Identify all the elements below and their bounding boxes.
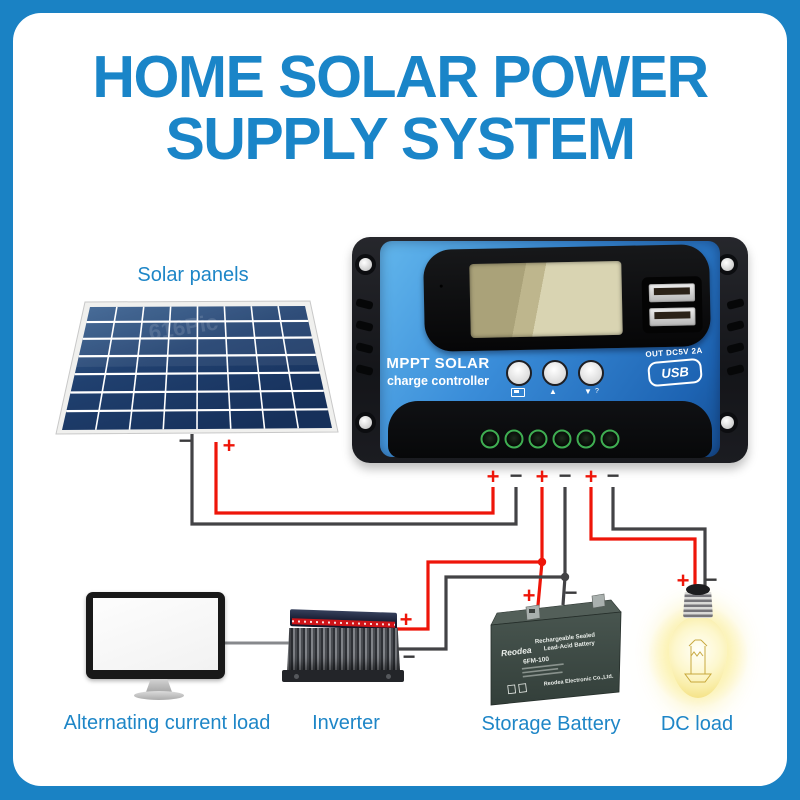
battery-plus-mark: + [522,583,536,608]
solar-minus-mark: − [178,428,192,453]
screw-hole-icon [359,258,372,271]
vent-slot [355,364,374,376]
monitor-stand-base [134,691,184,700]
vent-slot [355,342,374,354]
battery-minus-mark: − [564,580,578,605]
monitor-screen [93,598,218,670]
usb-tongue [654,311,691,320]
vent-slot [355,320,374,332]
up-arrow-icon: ▲ [549,387,557,396]
usb-tongue [653,287,690,296]
screw-hole-icon [721,258,734,271]
solar-panel-grid [66,305,328,430]
down-button[interactable] [578,360,604,386]
wiring [190,434,707,651]
help-icon: ? [595,388,599,395]
terminal-screw[interactable] [528,429,548,449]
battery-icon [511,388,525,397]
polarity-mark: − [606,463,620,488]
bulb-filament [684,639,712,683]
page-title-line1: HOME SOLAR POWER [92,44,709,110]
inverter-flange [282,670,404,682]
controller-brand-line1: MPPT SOLAR [386,355,490,372]
screw-icon [294,674,299,679]
solar-panels-label: Solar panels [137,264,249,286]
terminal-band [388,401,712,458]
battery-model: 6FM-100 [523,656,550,666]
dc-negative-wire [611,487,707,594]
inverter-body [287,628,400,672]
vent-slot [726,298,745,310]
lcd-bezel [422,244,712,352]
light-bulb [669,616,727,698]
controller-brand-line2: charge controller [386,374,490,388]
storage-battery: Reodea Rechargeable Sealed Lead-Acid Bat… [490,593,622,706]
terminal-screw[interactable] [504,429,524,449]
trash-icon [518,683,527,693]
negative-junction-dot [560,572,570,582]
inverter-red-stripe [292,618,395,628]
vent-slot [726,320,745,332]
screw-hole-icon [721,416,734,429]
battery-brand: Reodea [500,645,532,658]
battery-fineprint-line [522,671,563,678]
lcd-screen [469,260,623,339]
terminal-screw[interactable] [600,429,620,449]
dc-plus-mark: + [676,568,690,593]
solar-plus-mark: + [222,433,236,458]
positive-junction-dot [537,557,547,567]
dc-positive-wire [589,487,697,603]
page-title-line2: SUPPLY SYSTEM [165,106,636,172]
battery-line2: Lead-Acid Battery [544,641,596,653]
usb-port-icon [648,283,696,303]
polarity-mark: + [584,464,598,489]
inverter-positive-wire [394,560,542,631]
dc-minus-mark: − [704,567,718,592]
usb-port-icon [649,307,696,327]
terminal-screw[interactable] [480,429,500,449]
menu-button[interactable] [506,360,532,386]
battery-terminal-right [591,593,606,609]
polarity-mark: + [486,464,500,489]
vent-slot [726,342,745,354]
vent-slot [726,364,745,376]
up-button[interactable] [542,360,568,386]
screw-hole-icon [359,416,372,429]
polarity-mark: + [535,464,549,489]
inverter-label: Inverter [312,712,380,734]
terminal-screw[interactable] [576,429,596,449]
bulb-threads [683,592,713,618]
usb-recess [641,276,703,334]
inverter-minus-mark: − [402,644,416,669]
terminal-screw[interactable] [552,429,572,449]
monitor [86,592,225,679]
battery-front-face [490,611,622,706]
solar-panel-sheen [75,306,318,367]
battery-fineprint-line [521,663,564,670]
vent-slot [355,298,374,310]
ac-load-label: Alternating current load [63,712,271,734]
indicator-pinhole [439,284,443,288]
usb-logo: USB [647,357,703,388]
battery-positive-wire [535,487,544,617]
battery-terminal-slot [529,609,535,613]
recycle-icon [507,684,517,695]
inverter-plus-mark: + [399,607,413,632]
battery-label: Storage Battery [481,713,621,735]
down-arrow-icon: ▼ [584,387,592,396]
solar-negative-wire [190,434,518,526]
solar-panel: 616Pic [55,300,339,435]
polarity-mark: − [558,463,572,488]
screw-icon [386,674,391,679]
solar-positive-wire [214,442,495,515]
bulb-cap [686,584,710,595]
dc-load-label: DC load [660,713,734,735]
monitor-stand-neck [146,679,172,692]
battery-fineprint-line [522,667,559,674]
polarity-mark: − [509,463,523,488]
inverter-negative-wire [395,575,565,651]
